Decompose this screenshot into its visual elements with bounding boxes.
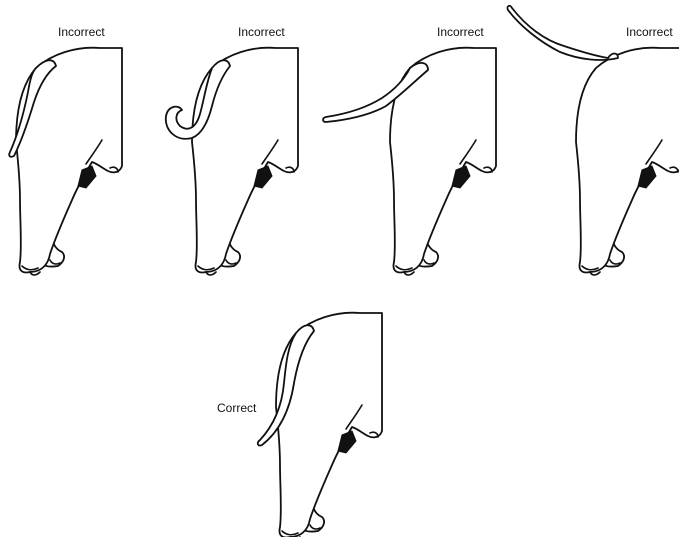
figure-4-hindquarters <box>507 6 679 275</box>
figure-5-hindquarters <box>258 313 382 537</box>
figure-1-hindquarters <box>9 48 122 275</box>
figure-4-tail <box>507 6 618 60</box>
figure-3-hindquarters <box>323 48 496 275</box>
figure-2-hindquarters <box>166 48 298 275</box>
